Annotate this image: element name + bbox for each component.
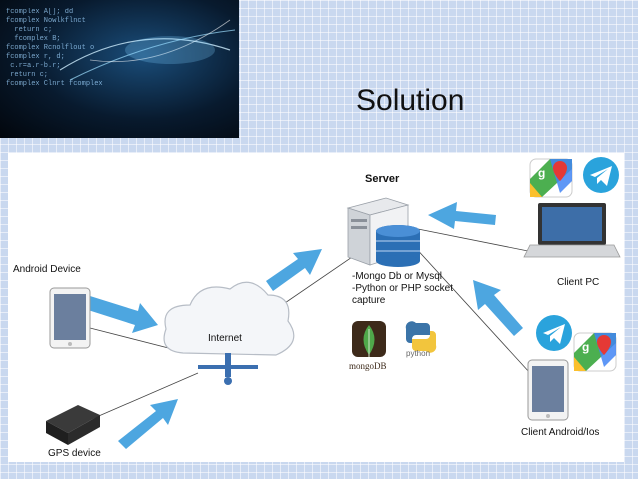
connector-line (412, 227, 549, 256)
telegram-icon (583, 157, 619, 193)
light-streaks (59, 19, 236, 81)
gps-device-icon (46, 405, 100, 445)
tablet-icon (49, 287, 91, 349)
diagram-graphics: g g (46, 157, 621, 449)
client-tablet-icon (527, 359, 569, 421)
database-icon (376, 225, 420, 267)
python-logo-icon (405, 321, 437, 353)
client-mobile-label: Client Android/Ios (521, 427, 600, 438)
arrow-android-to-internet (88, 296, 158, 333)
mongodb-label: mongoDB (349, 361, 387, 371)
connector-line (412, 244, 531, 374)
internet-label: Internet (208, 333, 242, 344)
arrow-pc-to-server (428, 202, 496, 229)
client-pc-label: Client PC (557, 277, 600, 288)
server-note: -Python or PHP socket (352, 283, 453, 294)
architecture-diagram: g g Server -Mon (8, 153, 624, 462)
mongodb-logo-icon (352, 321, 386, 357)
arrow-gps-to-internet (118, 399, 178, 449)
svg-text:g: g (582, 340, 589, 354)
arrow-internet-to-server (266, 249, 322, 291)
python-label: python (406, 349, 431, 358)
svg-text:g: g (538, 166, 545, 180)
header-image: fcomplex A[]; dd fcomplex Nowlkflnct ret… (0, 0, 239, 138)
laptop-icon (523, 203, 621, 258)
google-maps-icon: g (573, 332, 617, 372)
telegram-icon (536, 315, 572, 351)
server-note: capture (352, 295, 386, 306)
server-label: Server (365, 173, 400, 185)
internet-cloud-icon (163, 281, 295, 385)
android-device-label: Android Device (13, 264, 81, 275)
gps-device-label: GPS device (48, 448, 101, 459)
google-maps-icon: g (529, 158, 573, 198)
server-note: -Mongo Db or Mysql (352, 271, 443, 282)
arrow-mobile-to-server (473, 280, 523, 336)
slide-title: Solution (356, 84, 465, 117)
